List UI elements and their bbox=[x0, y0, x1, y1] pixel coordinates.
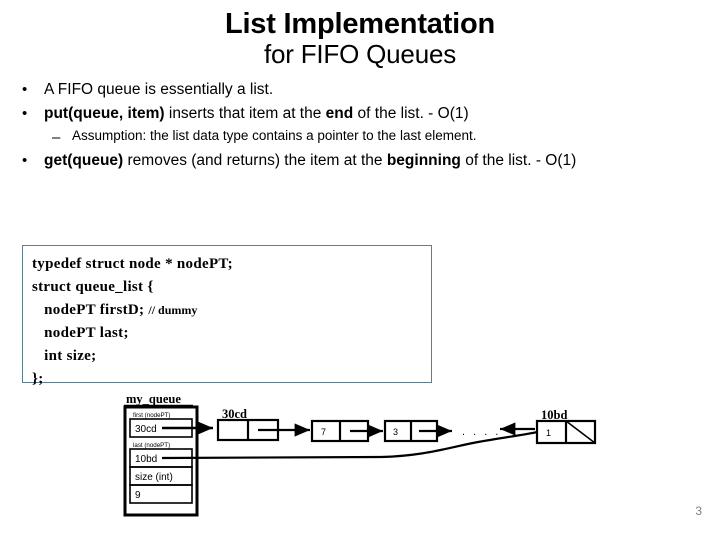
code-line: typedef struct node * nodePT; bbox=[32, 256, 233, 272]
queue-struct-box bbox=[123, 405, 199, 517]
bullet-marker-icon: • bbox=[22, 151, 28, 169]
code-line: int size; bbox=[32, 348, 97, 364]
page-number: 3 bbox=[695, 504, 702, 518]
list-item-text: put(queue, item) inserts that item at th… bbox=[44, 104, 469, 122]
code-block: typedef struct node * nodePT; struct que… bbox=[22, 245, 432, 387]
bullet-marker-icon: • bbox=[22, 80, 28, 98]
struct-field-label-last: last (nodePT) bbox=[133, 442, 170, 449]
code-line: struct queue_list { bbox=[32, 279, 154, 295]
struct-label: my_queue bbox=[126, 392, 181, 406]
linked-list-diagram: my_queue first (nodePT) 30cd last (nodeP… bbox=[0, 385, 720, 540]
struct-field-label-size: size (int) bbox=[135, 472, 173, 483]
node-address-label-last: 10bd bbox=[541, 408, 567, 422]
bullet-marker-icon: • bbox=[22, 104, 28, 122]
null-pointer-slash-icon bbox=[565, 420, 596, 444]
page-title: List Implementation for FIFO Queues bbox=[0, 0, 720, 70]
list-item-text: get(queue) removes (and returns) the ite… bbox=[44, 151, 577, 169]
bullet-list: • A FIFO queue is essentially a list. • … bbox=[0, 79, 720, 172]
list-item: • A FIFO queue is essentially a list. bbox=[22, 79, 706, 101]
struct-field-value-last: 10bd bbox=[135, 454, 157, 465]
struct-field-label-first: first (nodePT) bbox=[133, 412, 170, 419]
title-line-primary: List Implementation bbox=[224, 8, 496, 40]
title-line-secondary: for FIFO Queues bbox=[263, 39, 457, 70]
list-ellipsis: . . . . bbox=[462, 426, 501, 438]
pointer-arrow-last bbox=[161, 430, 538, 460]
code-line: nodePT firstD; // dummy bbox=[32, 302, 198, 318]
list-node-value-1: 7 bbox=[321, 427, 326, 437]
list-item-sub: – Assumption: the list data type contain… bbox=[52, 127, 706, 148]
list-node-value-2: 3 bbox=[393, 427, 398, 437]
list-item-sub-text: Assumption: the list data type contains … bbox=[72, 127, 477, 143]
code-line: }; bbox=[32, 371, 44, 387]
struct-field-cell-size-value bbox=[129, 484, 193, 504]
list-node-value-last: 1 bbox=[546, 428, 551, 438]
list-item: • get(queue) removes (and returns) the i… bbox=[22, 150, 706, 172]
code-line: nodePT last; bbox=[32, 325, 129, 341]
node-address-label-first: 30cd bbox=[222, 407, 247, 421]
bullet-dash-icon: – bbox=[52, 128, 61, 146]
list-item-text: A FIFO queue is essentially a list. bbox=[44, 80, 274, 98]
struct-field-value-size: 9 bbox=[135, 490, 141, 501]
list-item: • put(queue, item) inserts that item at … bbox=[22, 103, 706, 125]
struct-field-value-first: 30cd bbox=[135, 424, 157, 435]
